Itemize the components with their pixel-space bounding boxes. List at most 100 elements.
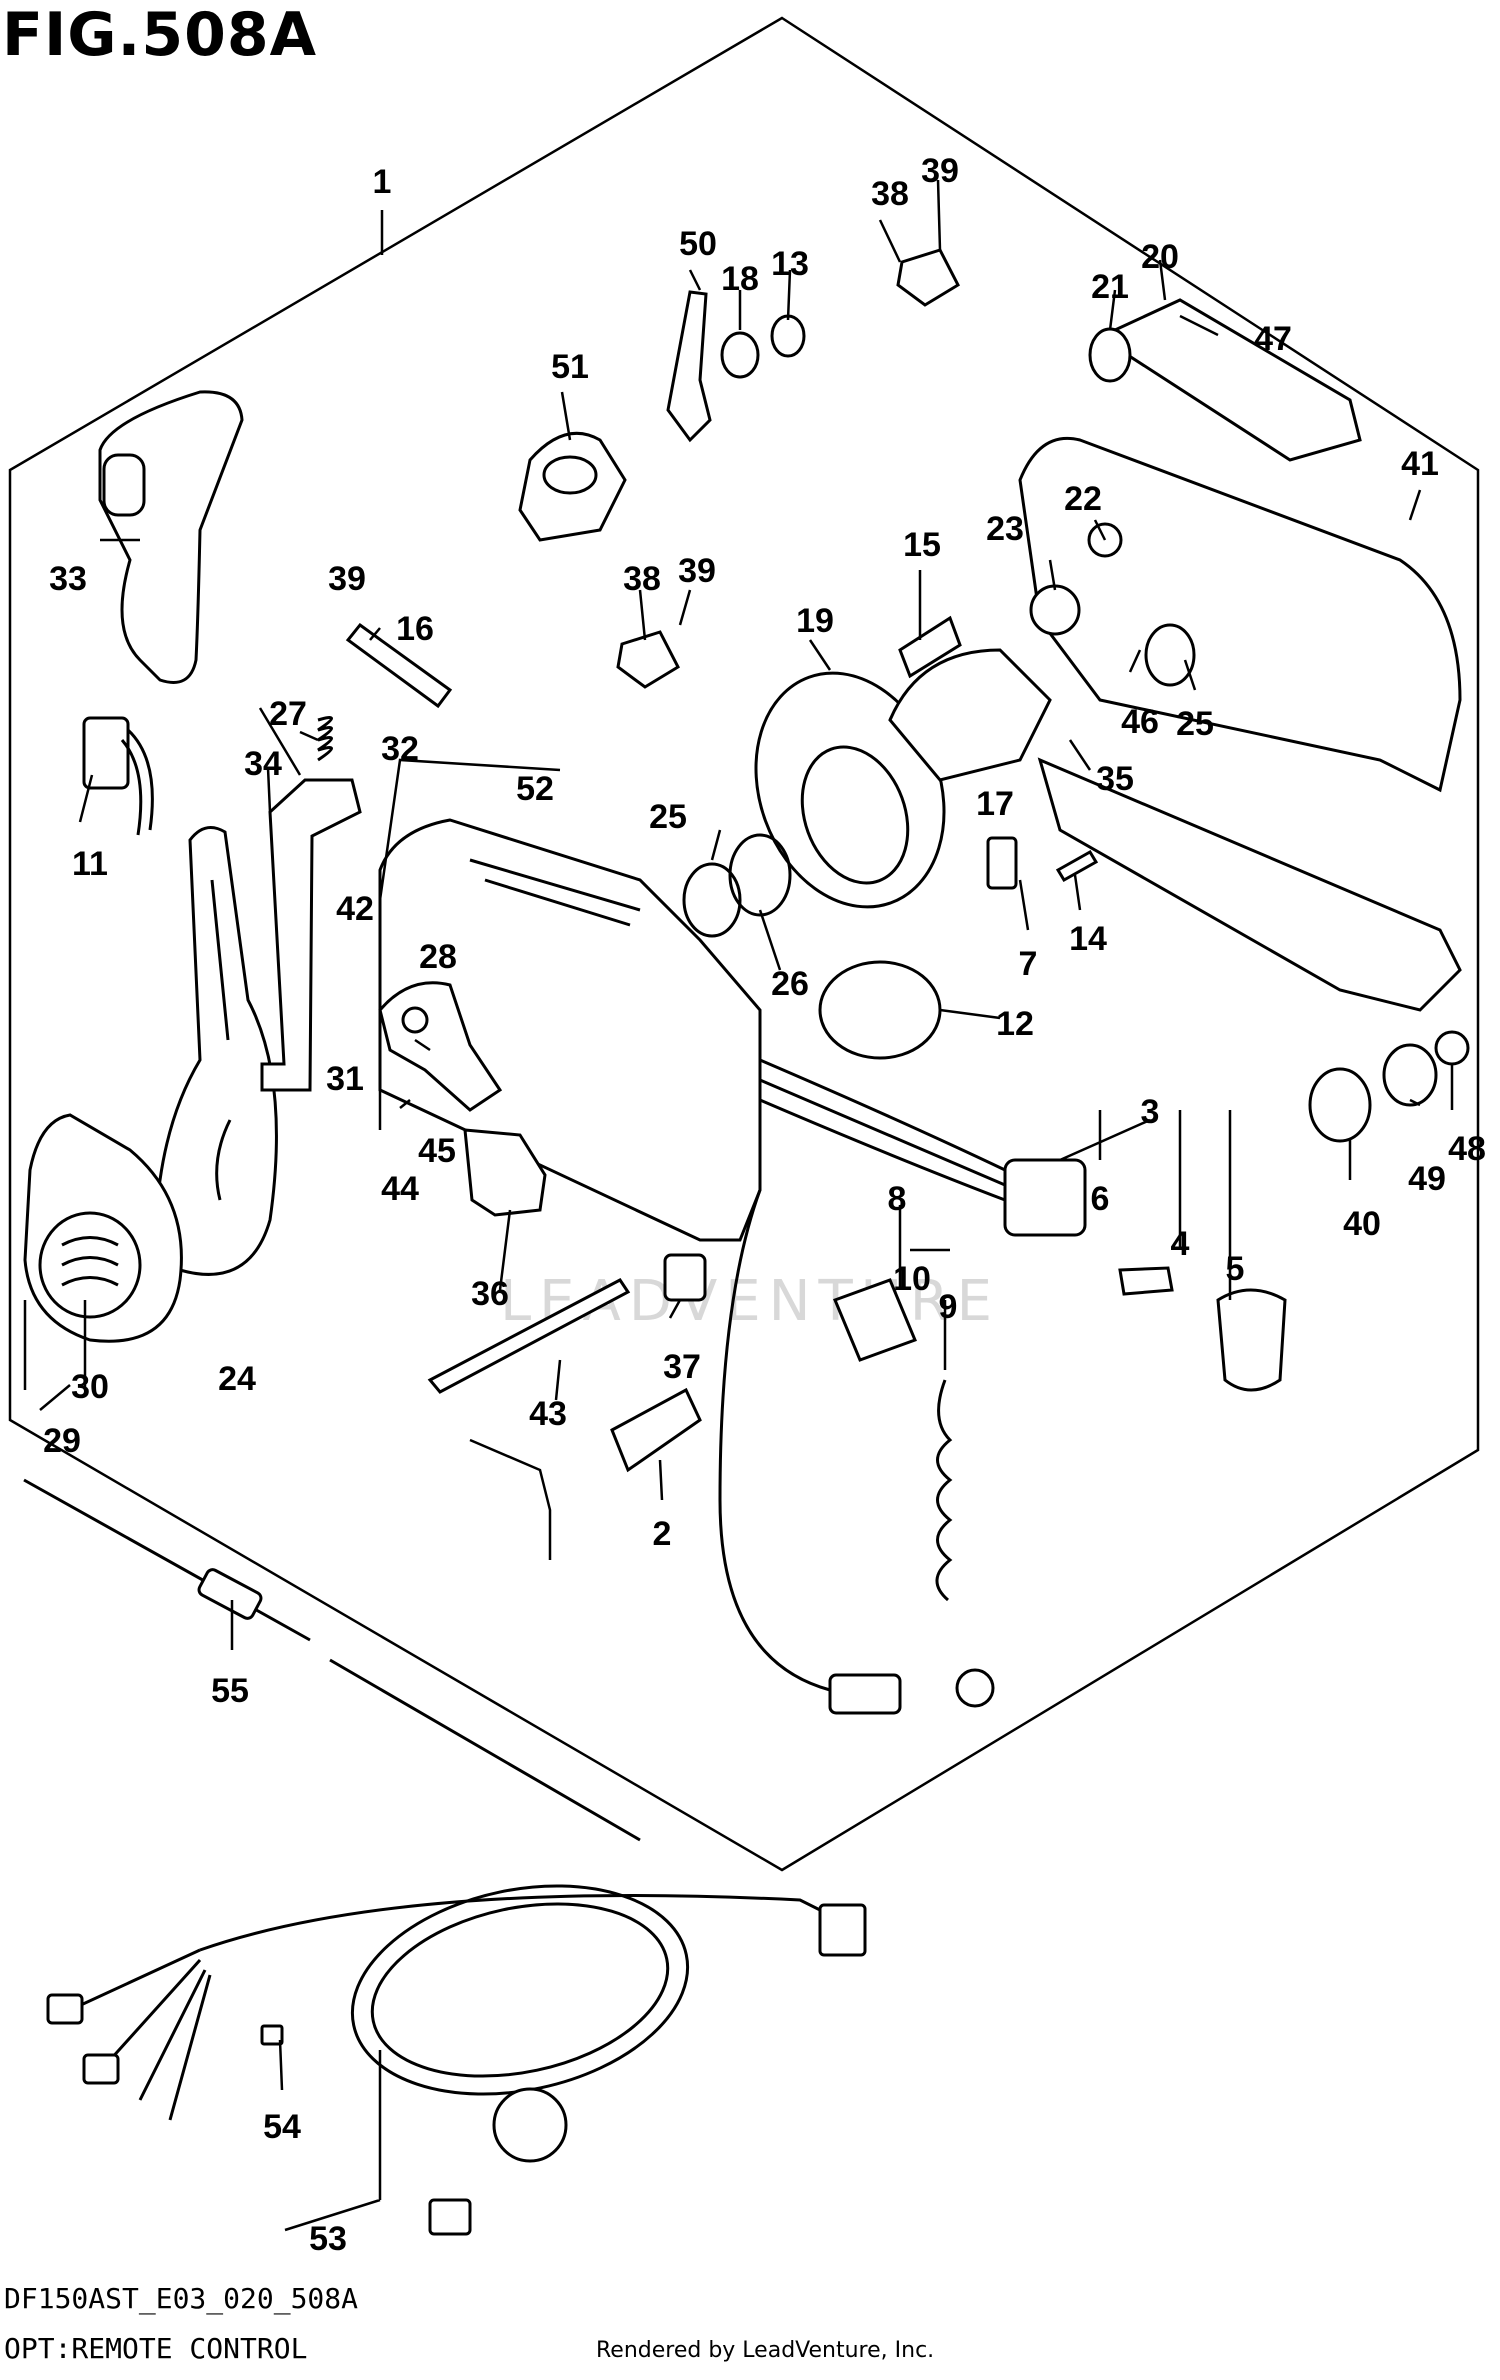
cable-sleeve xyxy=(197,1568,263,1620)
callout-41: 41 xyxy=(1401,445,1439,483)
seal-25-rear xyxy=(1144,623,1196,687)
top-cover xyxy=(1113,298,1362,462)
callout-54: 54 xyxy=(263,2108,301,2146)
callout-5: 5 xyxy=(1226,1250,1245,1288)
harness-plug-main xyxy=(818,1903,867,1957)
callout-42: 42 xyxy=(336,890,374,928)
bracket xyxy=(378,981,503,1112)
lever-plate xyxy=(260,778,362,1092)
callout-52: 52 xyxy=(516,770,554,808)
callout-14: 14 xyxy=(1069,920,1107,958)
seal-25 xyxy=(682,862,742,938)
seal-26 xyxy=(728,833,792,917)
micro-switch xyxy=(986,836,1018,890)
pin xyxy=(345,622,453,709)
hub-cover xyxy=(23,1113,183,1343)
callout-40: 40 xyxy=(1343,1205,1381,1243)
figure-title: FIG.508A xyxy=(2,0,318,70)
callout-48: 48 xyxy=(1448,1130,1486,1168)
harness-branches xyxy=(69,1948,212,2121)
harness-connector xyxy=(828,1673,902,1715)
harness-trunk xyxy=(199,1894,821,1952)
callout-28: 28 xyxy=(419,938,457,976)
key xyxy=(1118,1266,1174,1296)
callout-21: 21 xyxy=(1091,268,1129,306)
callout-33: 33 xyxy=(49,560,87,598)
callout-20: 20 xyxy=(1141,238,1179,276)
gear-23 xyxy=(1029,584,1081,636)
buzzer xyxy=(818,960,942,1060)
figure-subtitle: OPT:REMOTE CONTROL xyxy=(4,2332,308,2365)
callout-25-rear: 25 xyxy=(1176,705,1214,743)
callout-22: 22 xyxy=(1064,480,1102,518)
washer-13 xyxy=(770,314,806,358)
switch-wire xyxy=(120,728,154,836)
callout-25: 25 xyxy=(649,798,687,836)
callout-30: 30 xyxy=(71,1368,109,1406)
ring-21 xyxy=(1088,327,1132,383)
callout-53: 53 xyxy=(309,2220,347,2258)
fuse-54 xyxy=(260,2024,284,2046)
callout-17: 17 xyxy=(976,785,1014,823)
harness-socket xyxy=(492,2087,568,2163)
callout-39-top: 39 xyxy=(921,152,959,190)
plate-17 xyxy=(888,648,1052,782)
harness-lead xyxy=(718,1189,831,1692)
rear-housing xyxy=(1018,436,1462,793)
callout-39-middle: 39 xyxy=(678,552,716,590)
detent-plate-inner xyxy=(800,745,910,885)
control-arm-detail xyxy=(210,879,232,1201)
housing-label xyxy=(469,858,641,927)
callout-51: 51 xyxy=(551,348,589,386)
hub-emblem xyxy=(61,1236,119,1287)
harness-loop-inner xyxy=(370,1902,670,2078)
callout-32: 32 xyxy=(381,730,419,768)
callout-7: 7 xyxy=(1019,945,1038,983)
shaft xyxy=(898,615,962,679)
spring xyxy=(317,716,333,762)
bracket-tab-middle xyxy=(616,630,680,689)
cushion xyxy=(610,1387,702,1473)
screw-14 xyxy=(1055,849,1099,883)
callout-46: 46 xyxy=(1121,703,1159,741)
harness-plug-c xyxy=(428,2198,472,2236)
assembly-frame xyxy=(8,16,1480,1872)
clamp-lever xyxy=(666,290,712,443)
callout-13: 13 xyxy=(771,245,809,283)
callout-16: 16 xyxy=(396,610,434,648)
callout-26: 26 xyxy=(771,965,809,1003)
washer-18 xyxy=(720,331,760,379)
callout-19: 19 xyxy=(796,602,834,640)
clip xyxy=(463,1128,547,1217)
cable xyxy=(23,1478,641,1842)
callout-47: 47 xyxy=(1254,320,1292,358)
callout-18: 18 xyxy=(721,260,759,298)
neutral-switch xyxy=(82,716,130,790)
callout-10: 10 xyxy=(893,1260,931,1298)
leader-lines xyxy=(23,179,1454,2232)
callout-12: 12 xyxy=(996,1005,1034,1043)
callout-4: 4 xyxy=(1171,1225,1190,1263)
callout-29: 29 xyxy=(43,1422,81,1460)
callout-15: 15 xyxy=(903,526,941,564)
callout-23: 23 xyxy=(986,510,1024,548)
callout-49: 49 xyxy=(1408,1160,1446,1198)
callout-39-left: 39 xyxy=(328,560,366,598)
harness-plug-a xyxy=(46,1993,84,2025)
callout-9: 9 xyxy=(939,1288,958,1326)
washer-49 xyxy=(1382,1043,1438,1107)
callout-50: 50 xyxy=(679,225,717,263)
ignition-switch xyxy=(1003,1158,1087,1237)
lanyard-clip xyxy=(955,1668,995,1708)
callout-1: 1 xyxy=(373,163,392,201)
long-bolt xyxy=(427,1278,631,1394)
callout-8: 8 xyxy=(888,1180,907,1218)
callout-55: 55 xyxy=(211,1672,249,1710)
figure-code: DF150AST_E03_020_508A xyxy=(4,2282,359,2315)
callout-37: 37 xyxy=(663,1348,701,1386)
callout-45: 45 xyxy=(418,1132,456,1170)
callout-36: 36 xyxy=(471,1275,509,1313)
knob-40 xyxy=(1308,1067,1372,1143)
callout-6: 6 xyxy=(1091,1180,1110,1218)
